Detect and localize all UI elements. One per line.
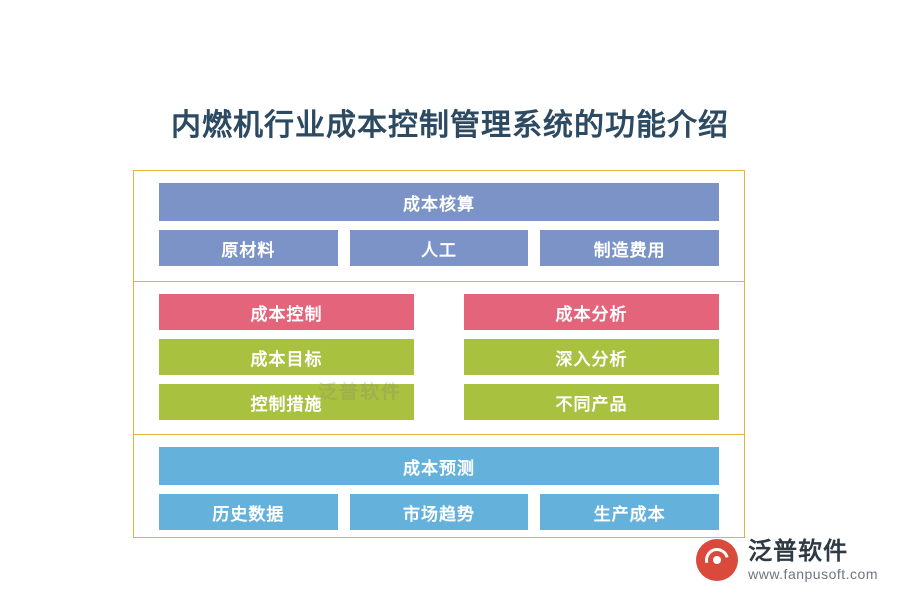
item-labor: 人工 <box>349 230 529 266</box>
item-market-trend: 市场趋势 <box>349 494 529 530</box>
item-in-depth-analysis: 深入分析 <box>464 339 719 375</box>
brand-logo-text: 泛普软件 www.fanpusoft.com <box>748 538 878 582</box>
section-header-cost-forecast: 成本预测 <box>159 447 719 485</box>
column-header-cost-control: 成本控制 <box>159 294 414 330</box>
fanpu-logo-icon <box>696 539 739 582</box>
section-cost-accounting: 成本核算 原材料 人工 制造费用 <box>134 171 744 281</box>
item-production-cost: 生产成本 <box>540 494 720 530</box>
cost-accounting-items: 原材料 人工 制造费用 <box>159 230 720 266</box>
brand-name: 泛普软件 <box>748 537 849 566</box>
page-title: 内燃机行业成本控制管理系统的功能介绍 <box>171 108 729 143</box>
column-cost-control: 成本控制 成本目标 控制措施 <box>159 294 414 422</box>
item-historical-data: 历史数据 <box>159 494 338 530</box>
brand-url: www.fanpusoft.com <box>748 565 878 582</box>
item-control-measures: 控制措施 <box>159 384 414 420</box>
item-raw-material: 原材料 <box>159 230 338 266</box>
cost-forecast-items: 历史数据 市场趋势 生产成本 <box>159 494 720 530</box>
column-cost-analysis: 成本分析 深入分析 不同产品 <box>464 294 719 422</box>
brand-logo: 泛普软件 www.fanpusoft.com <box>696 538 878 582</box>
item-manufacturing-expense: 制造费用 <box>540 230 720 266</box>
function-diagram: 成本核算 原材料 人工 制造费用 成本控制 成本目标 控制措施 成本分析 深入分… <box>133 170 745 538</box>
item-different-products: 不同产品 <box>464 384 719 420</box>
section-header-cost-accounting: 成本核算 <box>159 183 719 221</box>
middle-columns: 成本控制 成本目标 控制措施 成本分析 深入分析 不同产品 <box>159 294 719 422</box>
section-cost-forecast: 成本预测 历史数据 市场趋势 生产成本 <box>134 434 744 537</box>
item-cost-target: 成本目标 <box>159 339 414 375</box>
section-cost-control-analysis: 成本控制 成本目标 控制措施 成本分析 深入分析 不同产品 <box>134 281 744 434</box>
column-header-cost-analysis: 成本分析 <box>464 294 719 330</box>
